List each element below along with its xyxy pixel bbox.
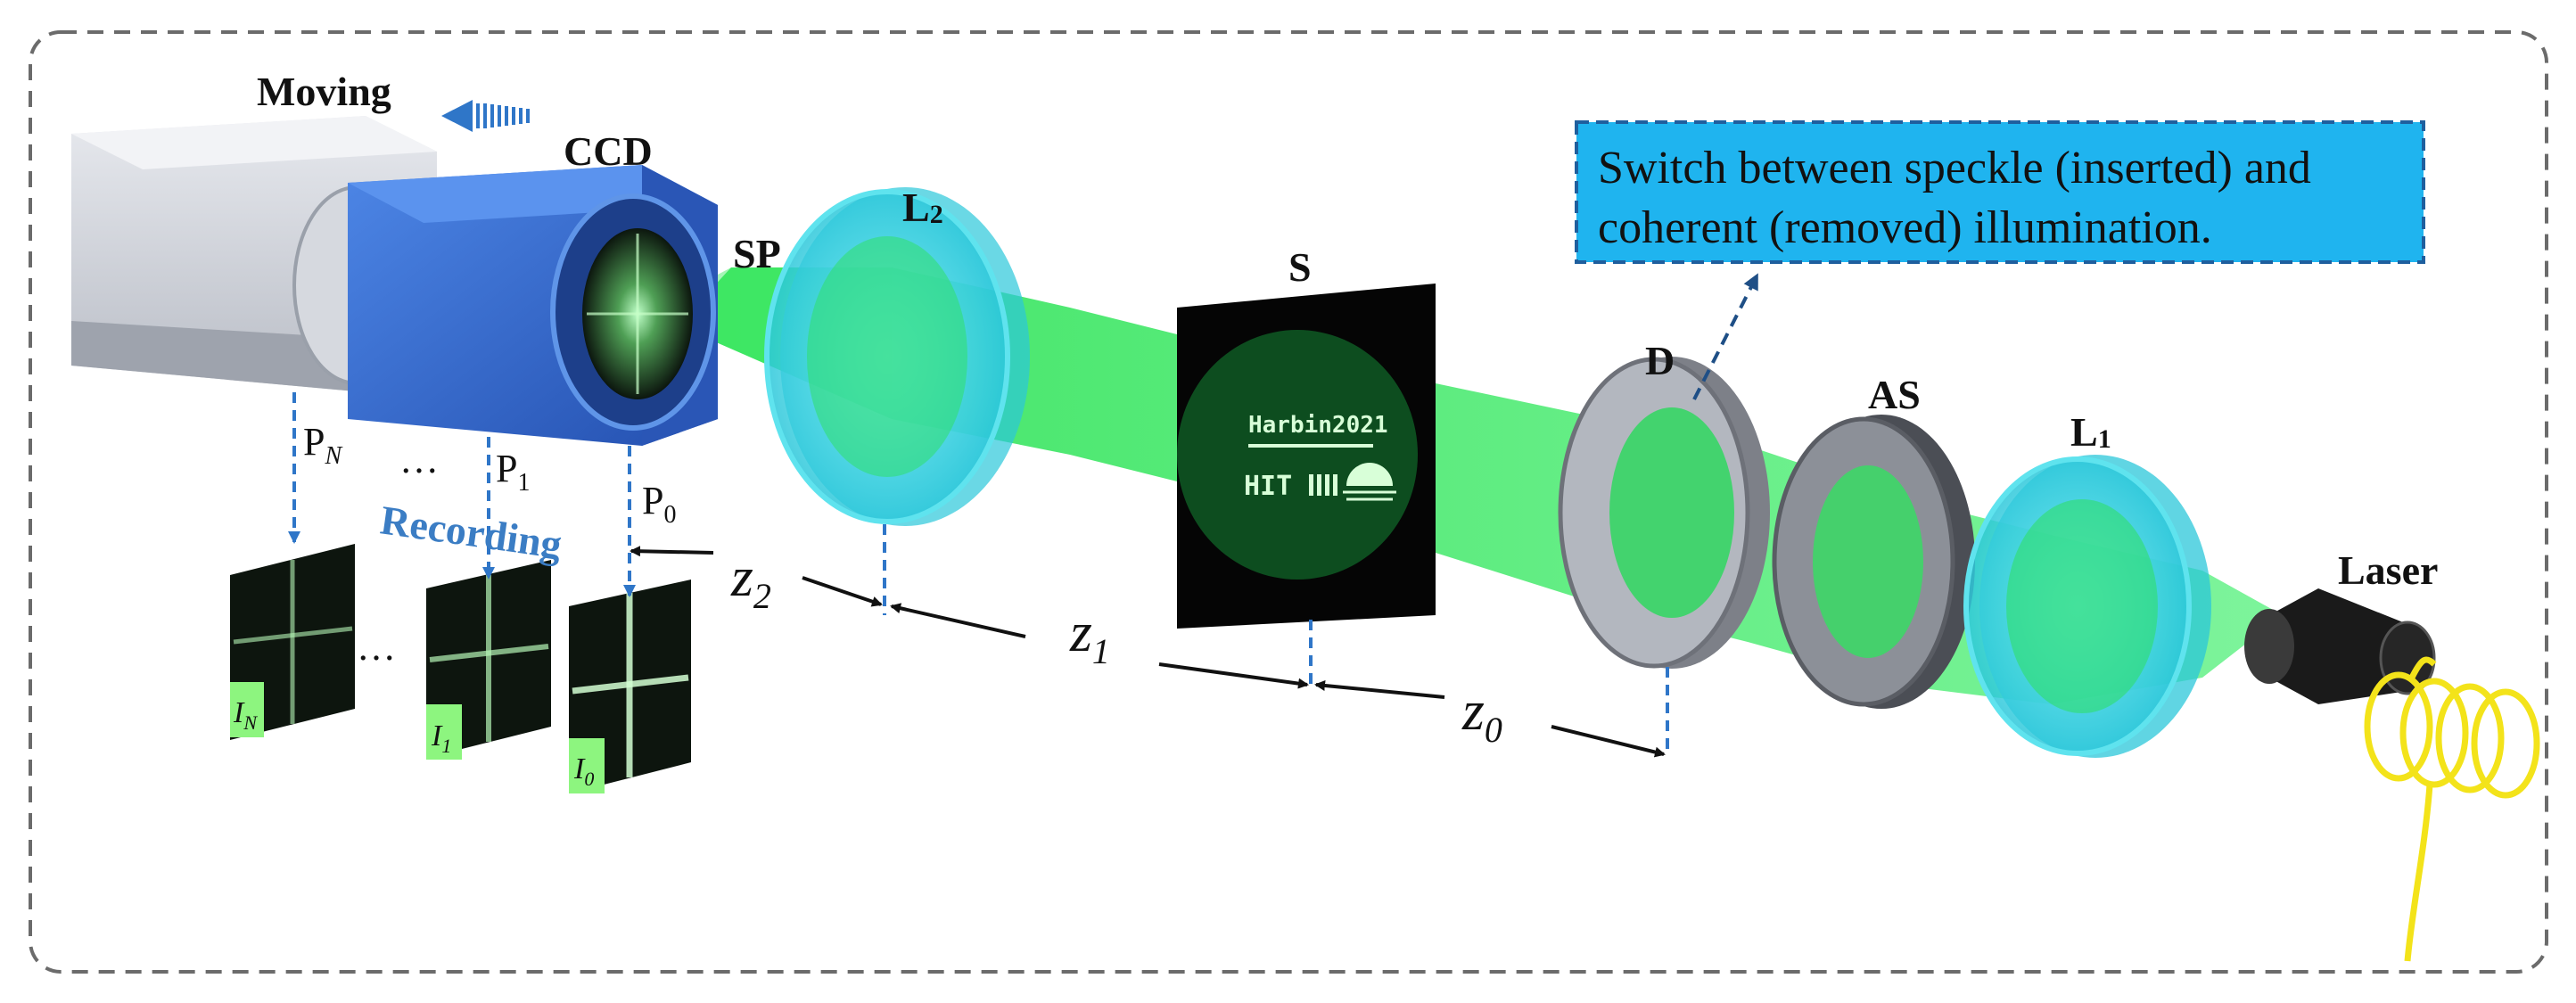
image-label-0-sub: 0: [584, 768, 594, 790]
lens-l1: [1963, 455, 2211, 758]
recorded-image-0: [569, 580, 691, 793]
distance-label-z2-sub: 2: [753, 576, 771, 616]
l1-label-sub: 1: [2098, 424, 2111, 454]
plane-label-n-main: P: [303, 420, 325, 464]
moving-label: Moving: [257, 69, 391, 114]
distance-label-z1-sub: 1: [1092, 631, 1110, 671]
callout-pointer: [1692, 273, 1758, 400]
callout-line1: Switch between speckle (inserted) and: [1598, 143, 2311, 193]
sample-text-line2: HIT: [1244, 471, 1292, 502]
callout-box: [1575, 120, 2425, 264]
sample-mask: Harbin2021 HIT: [1177, 284, 1436, 629]
image-label-n: IN: [233, 696, 258, 734]
distance-label-z2-main: z: [730, 545, 753, 608]
planes-ellipsis: …: [399, 438, 439, 481]
distance-label-z0-sub: 0: [1485, 710, 1502, 750]
image-label-n-sub: N: [243, 711, 258, 734]
sp-label: SP: [733, 231, 781, 276]
recording-label: Recording: [378, 497, 565, 567]
recorded-image-n: [230, 544, 355, 740]
as-label: AS: [1868, 372, 1921, 417]
camera-rear-body: [71, 116, 437, 392]
plane-label-n-sub: N: [324, 442, 342, 470]
l1-label-main: L: [2070, 409, 2098, 455]
images-ellipsis: …: [357, 625, 396, 669]
image-label-n-main: I: [233, 696, 245, 729]
diffuser-d: [1558, 357, 1770, 669]
plane-label-0: P0: [642, 479, 676, 529]
fiber-coil-icon: [2364, 656, 2540, 962]
image-label-0: I0: [573, 752, 594, 790]
illumination-callout: Switch between speckle (inserted) and co…: [1575, 120, 2425, 400]
distance-label-z0: z0: [1461, 678, 1502, 750]
d-label: D: [1645, 338, 1675, 383]
plane-label-n: PN: [303, 420, 342, 470]
image-label-1-sub: 1: [441, 735, 451, 757]
distance-arrows: [630, 546, 1666, 758]
laser-label: Laser: [2338, 547, 2438, 593]
recorded-image-1: [426, 560, 551, 760]
callout-line2: coherent (removed) illumination.: [1598, 202, 2212, 253]
plane-label-1-sub: 1: [517, 469, 530, 497]
l2-label: L2: [902, 185, 943, 230]
lens-l2: [764, 187, 1030, 526]
moving-direction-icon: [441, 100, 530, 132]
plane-label-0-main: P: [642, 479, 663, 522]
l1-label: L1: [2070, 409, 2111, 455]
image-label-1: I1: [431, 719, 451, 757]
ccd-camera: [348, 165, 718, 446]
l2-label-sub: 2: [930, 200, 943, 229]
image-label-1-main: I: [431, 719, 443, 752]
distance-label-z1-main: z: [1069, 600, 1092, 663]
distance-label-z1: z1: [1069, 600, 1110, 671]
distance-label-z0-main: z: [1461, 678, 1485, 742]
distance-label-z2: z2: [730, 545, 771, 616]
s-label: S: [1288, 244, 1312, 290]
image-label-0-main: I: [573, 752, 586, 785]
laser-source: [2244, 588, 2436, 704]
recording-guides: [288, 392, 636, 597]
plane-label-0-sub: 0: [663, 501, 676, 529]
sample-text-line1: Harbin2021: [1248, 412, 1388, 439]
plane-label-1: P1: [496, 447, 530, 497]
plane-label-1-main: P: [496, 447, 517, 490]
aperture-stop: [1772, 415, 1975, 709]
ccd-label: CCD: [564, 128, 653, 174]
diagram-frame: [29, 30, 2548, 974]
distance-ticks: [883, 524, 1669, 756]
l2-label-main: L: [902, 185, 930, 230]
